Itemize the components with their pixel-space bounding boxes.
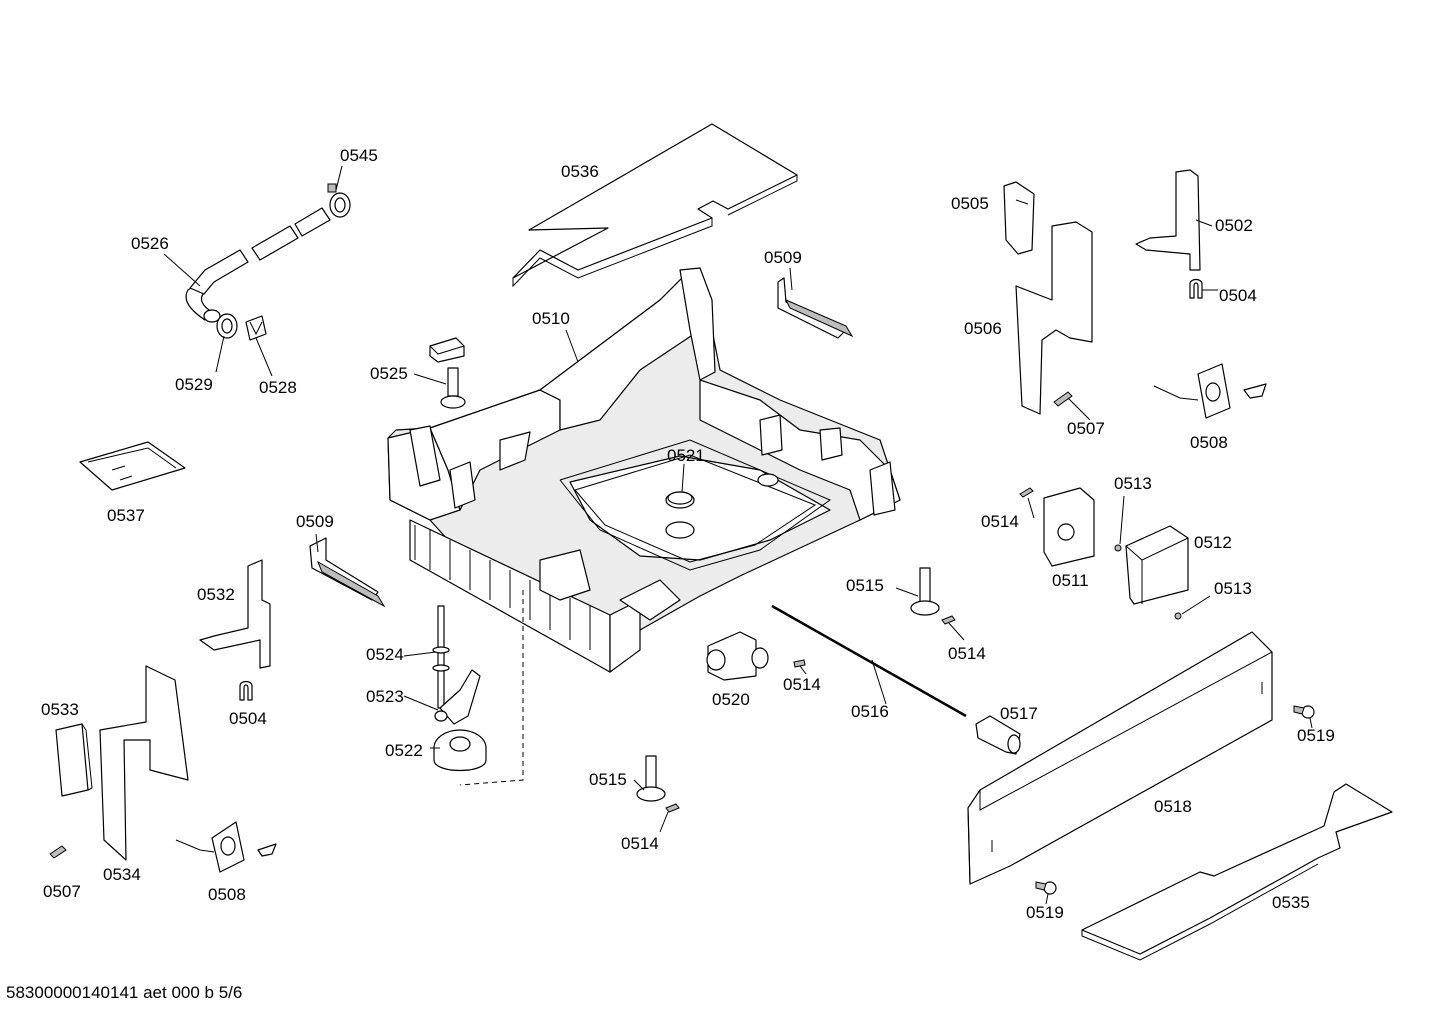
part-0506-bracket-plate	[1015, 221, 1093, 415]
label-0507-right: 0507	[1067, 419, 1105, 438]
label-0537: 0537	[107, 506, 145, 525]
part-0514-screw-b	[941, 615, 956, 625]
label-0516: 0516	[851, 702, 889, 721]
label-0517: 0517	[1000, 704, 1038, 723]
part-0528-clip	[245, 315, 267, 341]
label-0514-a: 0514	[981, 512, 1019, 531]
part-0504-clip-right	[1189, 278, 1203, 299]
label-0523: 0523	[366, 687, 404, 706]
part-0532-bracket	[199, 559, 271, 669]
label-0506: 0506	[964, 319, 1002, 338]
part-0508-actuator-right	[1153, 363, 1267, 419]
part-0510-base-tub	[387, 267, 901, 673]
label-0507-left: 0507	[43, 882, 81, 901]
label-0545: 0545	[340, 146, 378, 165]
label-0528: 0528	[259, 378, 297, 397]
part-0529-clamp-ring	[216, 313, 238, 339]
label-0513-b: 0513	[1214, 579, 1252, 598]
label-0508-left: 0508	[208, 885, 246, 904]
label-0536: 0536	[561, 162, 599, 181]
part-0516-rod	[771, 604, 967, 718]
part-0509-spring-top	[777, 277, 854, 339]
label-0512: 0512	[1194, 533, 1232, 552]
part-0502-bracket	[1135, 169, 1201, 271]
part-0521-spray-arm-hub	[667, 491, 693, 505]
part-0517-end-cap	[975, 715, 1021, 755]
label-0524: 0524	[366, 645, 404, 664]
part-0513-screw-a	[1114, 544, 1122, 552]
label-0513-a: 0513	[1114, 474, 1152, 493]
part-0507-screw-right	[1053, 391, 1073, 407]
label-0520: 0520	[712, 690, 750, 709]
label-0514-c: 0514	[783, 675, 821, 694]
part-0505-bracket	[1003, 181, 1035, 255]
part-0514-screw-a	[1019, 487, 1034, 498]
part-0523-float	[434, 669, 481, 725]
label-0515-b: 0515	[589, 770, 627, 789]
part-0511-module-housing	[1043, 487, 1095, 567]
part-0509-spring-left	[309, 537, 386, 608]
part-0519-screw-b	[1035, 881, 1057, 895]
label-0502: 0502	[1215, 216, 1253, 235]
part-0534-bracket	[99, 665, 189, 861]
label-0509-left: 0509	[296, 512, 334, 531]
part-0519-screw-a	[1293, 705, 1315, 719]
leader-lines	[163, 165, 1313, 905]
part-0525-bracket-screw	[429, 337, 466, 409]
label-0529: 0529	[175, 375, 213, 394]
label-0518: 0518	[1154, 797, 1192, 816]
part-0512-cover-box	[1125, 525, 1189, 605]
part-0535-plinth-strip	[1081, 783, 1393, 961]
label-0509-top: 0509	[764, 248, 802, 267]
part-0537-screw-bag	[79, 441, 186, 491]
part-0545-clamp	[327, 183, 351, 218]
label-0522: 0522	[385, 741, 423, 760]
label-0534: 0534	[103, 865, 141, 884]
part-0536-cover-plate	[512, 123, 798, 288]
label-0535: 0535	[1272, 893, 1310, 912]
label-0519-a: 0519	[1297, 726, 1335, 745]
label-0533: 0533	[41, 700, 79, 719]
part-0515-foot-b	[636, 755, 666, 802]
label-0515-a: 0515	[846, 576, 884, 595]
label-0505: 0505	[951, 194, 989, 213]
label-0526: 0526	[131, 234, 169, 253]
part-0514-screw-d	[665, 803, 680, 813]
part-0504-clip-left	[239, 680, 253, 701]
label-0519-b: 0519	[1026, 903, 1064, 922]
label-0504-right: 0504	[1219, 286, 1257, 305]
part-0508-actuator-left	[175, 821, 277, 873]
drawing-reference-code: 58300000140141 aet 000 b 5/6	[6, 983, 243, 1002]
label-0532: 0532	[197, 585, 235, 604]
part-0533-cover	[55, 723, 93, 797]
part-0513-screw-b	[1174, 612, 1182, 620]
part-0524-rod	[432, 605, 450, 709]
part-0518-kick-panel	[967, 631, 1273, 885]
part-0520-inlet-valve	[706, 631, 769, 681]
part-0515-foot-a	[910, 567, 940, 616]
label-0514-d: 0514	[621, 834, 659, 853]
label-0504-left: 0504	[229, 709, 267, 728]
part-0507-screw-left	[49, 845, 67, 859]
part-0526-hose	[185, 207, 331, 323]
label-0521: 0521	[667, 446, 705, 465]
label-0511: 0511	[1052, 571, 1089, 590]
part-0522-sump-filter	[433, 729, 487, 771]
label-0510: 0510	[532, 309, 570, 328]
label-0525: 0525	[370, 364, 408, 383]
label-0508-right: 0508	[1190, 433, 1228, 452]
label-0514-b: 0514	[948, 644, 986, 663]
part-0514-screw-c	[793, 659, 806, 668]
